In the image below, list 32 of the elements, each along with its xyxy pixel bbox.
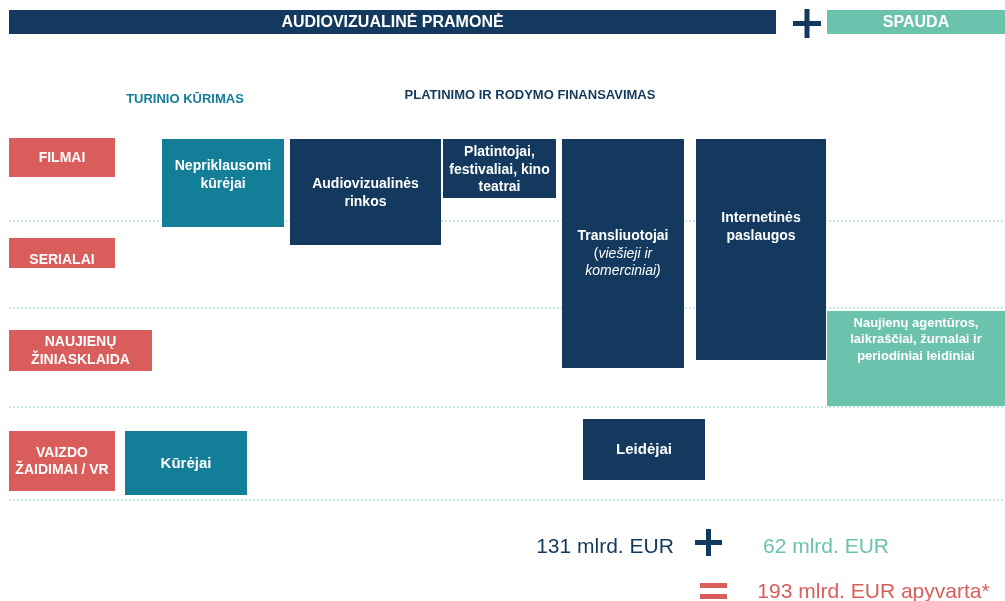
- process-box: [827, 311, 1005, 406]
- process-box: [162, 139, 284, 227]
- box-title: Transliuotojai: [577, 227, 669, 245]
- box-title: Internetinės paslaugos: [720, 209, 802, 244]
- total-value: 131 mlrd. EUR: [535, 533, 675, 559]
- box-subtitle: (viešieji ir komerciniai): [584, 244, 662, 280]
- row-label: [9, 238, 115, 268]
- total-value: 62 mlrd. EUR: [762, 533, 890, 559]
- row-label: [9, 431, 115, 491]
- header-banner: [9, 10, 776, 34]
- process-box: [583, 419, 705, 480]
- row-label: [9, 138, 115, 177]
- box-title: FILMAI: [38, 148, 86, 167]
- box-title: VAIZDO ŽAIDIMAI / VR: [14, 443, 110, 479]
- process-box: [696, 139, 826, 360]
- row-label: [9, 330, 152, 371]
- header-banner: [827, 10, 1005, 34]
- box-title: AUDIOVIZUALINĖ PRAMONĖ: [281, 12, 504, 32]
- box-title: Audiovizualinės rinkos: [311, 175, 420, 210]
- column-heading: PLATINIMO IR RODYMO FINANSAVIMAS: [403, 86, 657, 104]
- box-title: NAUJIENŲ ŽINIASKLAIDA: [30, 333, 131, 368]
- box-title: Leidėjai: [616, 440, 672, 459]
- process-box: [562, 139, 684, 368]
- box-title: Naujienų agentūros, laikraščiai, žurnalai ir periodiniai leidiniai: [849, 315, 983, 364]
- process-box: [125, 431, 247, 495]
- box-title: Platintojai, festivaliai, kino teatrai: [448, 143, 551, 196]
- box-title: Kūrėjai: [160, 453, 212, 473]
- box-title: SERIALAI: [29, 250, 95, 268]
- box-title: SPAUDA: [882, 12, 950, 32]
- column-heading: TURINIO KŪRIMAS: [125, 90, 245, 108]
- box-title: Nepriklausomi kūrėjai: [173, 157, 273, 192]
- process-box: [290, 139, 441, 245]
